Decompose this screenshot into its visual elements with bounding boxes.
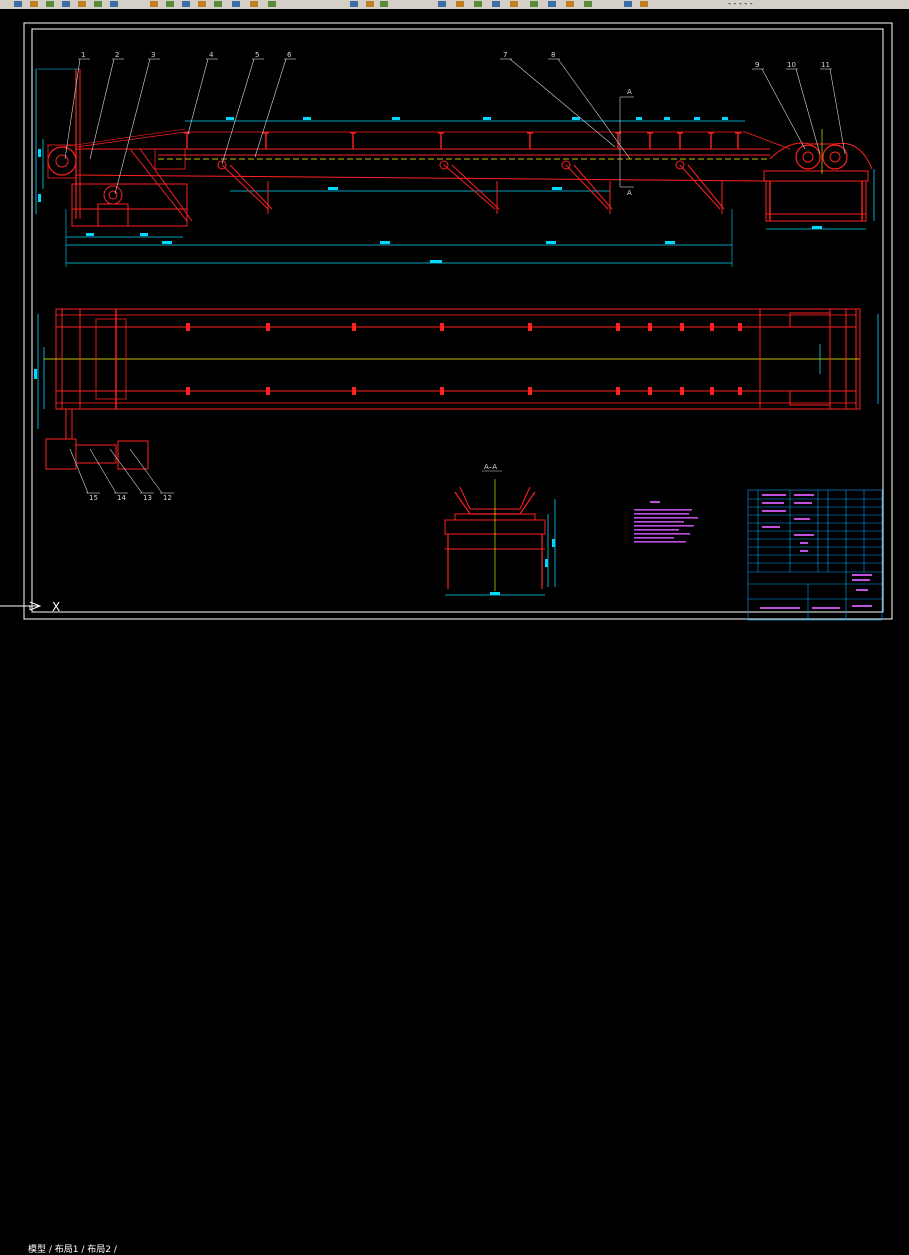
title-block-text (760, 494, 872, 609)
callout-11: 11 (821, 61, 830, 69)
section-marker-bottom: A (627, 189, 632, 197)
technical-notes (634, 501, 698, 543)
callout-5: 5 (255, 51, 259, 59)
print-icon[interactable] (438, 1, 446, 7)
callout-2: 2 (115, 51, 119, 59)
help-icon[interactable] (268, 1, 276, 7)
cut-icon[interactable] (78, 1, 86, 7)
callout-1: 1 (81, 51, 85, 59)
callout-14: 14 (117, 494, 126, 502)
callout-6: 6 (287, 51, 292, 59)
layout-tabs[interactable]: 模型 / 布局1 / 布局2 / (28, 1245, 117, 1255)
new-icon[interactable] (14, 1, 22, 7)
print-icon[interactable] (62, 1, 70, 7)
drawing-canvas[interactable]: A A 1 2 3 4 5 6 7 8 9 10 11 (0, 9, 909, 623)
undo-icon[interactable] (510, 1, 518, 7)
pan-icon[interactable] (182, 1, 190, 7)
outer-frame (23, 22, 893, 620)
section-view: A–A (444, 463, 556, 596)
drawing-svg[interactable]: A A 1 2 3 4 5 6 7 8 9 10 11 (0, 9, 909, 623)
copy-icon[interactable] (474, 1, 482, 7)
match-icon[interactable] (250, 1, 258, 7)
zoom-icon[interactable] (198, 1, 206, 7)
properties-icon[interactable] (214, 1, 222, 7)
open-icon[interactable] (30, 1, 38, 7)
save-icon[interactable] (46, 1, 54, 7)
paste-icon[interactable] (492, 1, 500, 7)
plan-view (34, 308, 879, 470)
callout-15: 15 (89, 494, 98, 502)
bottom-callout-labels: 15 14 13 12 (89, 494, 172, 502)
inner-frame (31, 28, 884, 613)
callout-9: 9 (755, 61, 759, 69)
callout-7: 7 (503, 51, 507, 59)
zoom-icon[interactable] (566, 1, 574, 7)
layout-tabs-bar: 模型 / 布局1 / 布局2 / (0, 623, 909, 1255)
elevation-view: A A (35, 68, 875, 267)
bottom-leaders (69, 448, 174, 494)
callout-13: 13 (143, 494, 152, 502)
ucs-x-label: X (52, 600, 60, 614)
properties-icon[interactable] (584, 1, 592, 7)
paste-icon[interactable] (110, 1, 118, 7)
callout-12: 12 (163, 494, 172, 502)
pan-icon[interactable] (548, 1, 556, 7)
layer-icon[interactable] (232, 1, 240, 7)
top-leaders (64, 58, 846, 195)
match-icon[interactable] (640, 1, 648, 7)
carrying-idlers (184, 132, 741, 149)
layer-icon[interactable] (624, 1, 632, 7)
ucs-icon: X (0, 600, 60, 614)
save-icon[interactable] (380, 1, 388, 7)
open-icon[interactable] (366, 1, 374, 7)
callout-10: 10 (787, 61, 796, 69)
top-callout-labels: 1 2 3 4 5 6 7 8 9 10 11 (81, 51, 830, 69)
new-icon[interactable] (350, 1, 358, 7)
undo-icon[interactable] (150, 1, 158, 7)
callout-4: 4 (209, 51, 214, 59)
redo-icon[interactable] (530, 1, 538, 7)
section-marker-top: A (627, 88, 632, 96)
section-title: A–A (484, 463, 497, 471)
toolbar-title: - - - - - (728, 0, 753, 8)
cut-icon[interactable] (456, 1, 464, 7)
callout-8: 8 (551, 51, 555, 59)
copy-icon[interactable] (94, 1, 102, 7)
support-legs (217, 160, 725, 214)
title-block (747, 489, 883, 621)
callout-3: 3 (151, 51, 155, 59)
redo-icon[interactable] (166, 1, 174, 7)
